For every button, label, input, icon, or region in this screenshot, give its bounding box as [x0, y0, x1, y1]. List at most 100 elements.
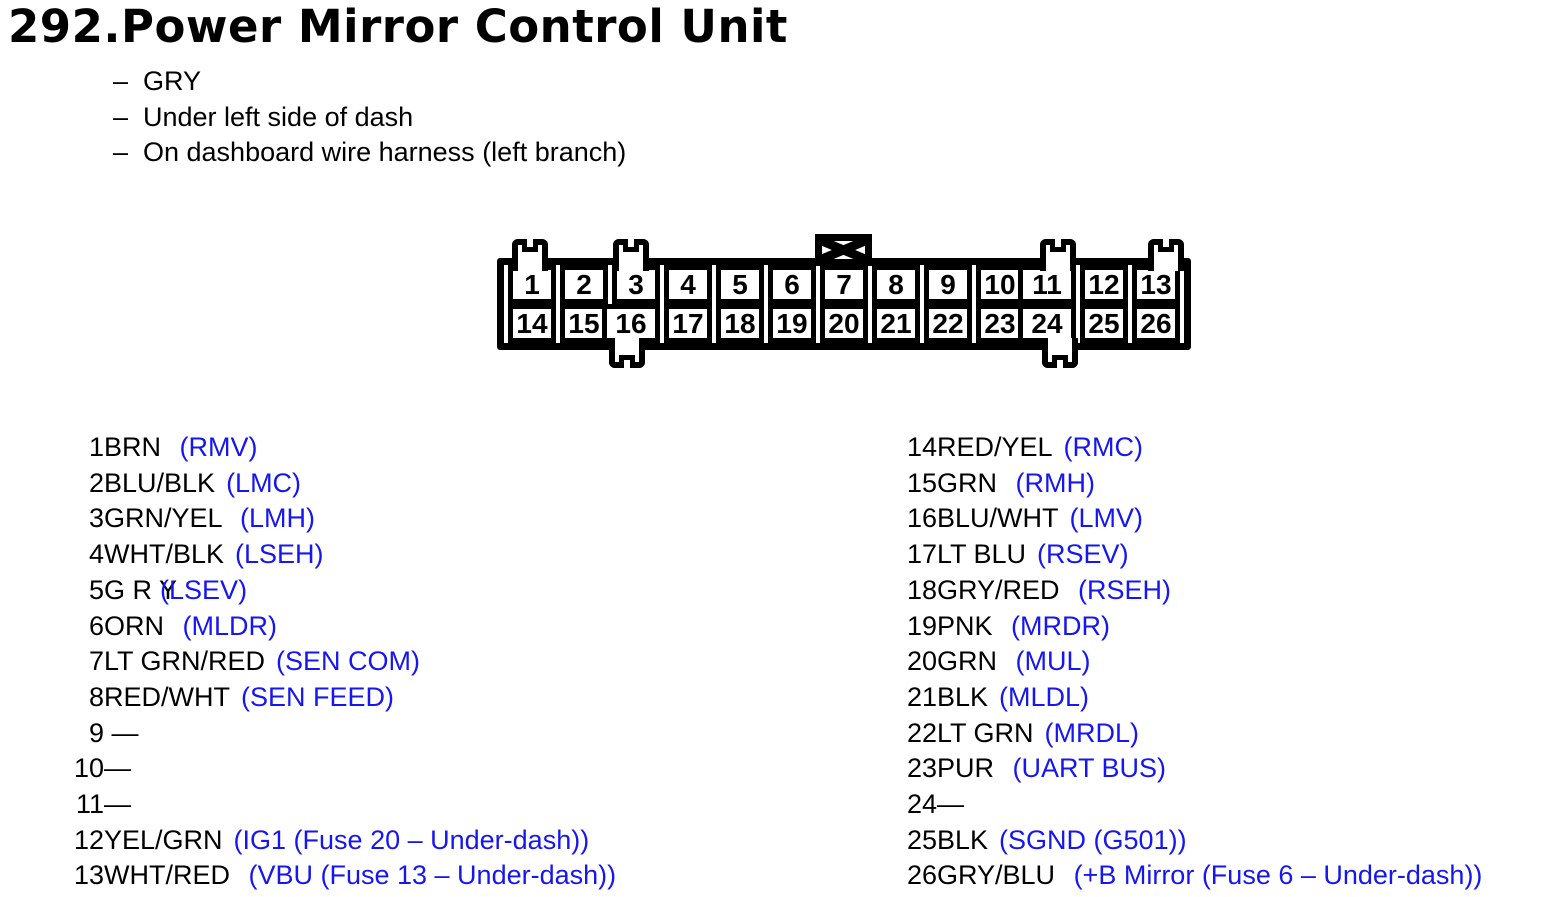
pin-number: 2: [576, 268, 592, 300]
pin-number-label: 9: [88, 717, 104, 748]
pin-number-label: 26: [906, 860, 937, 891]
pin-number: 21: [880, 307, 912, 339]
connector-pin-cell-7: 7: [820, 265, 868, 304]
pin-number-label: 21: [906, 681, 937, 712]
signal-name-label: (SEN COM): [276, 646, 421, 677]
pin-number: 17: [672, 307, 704, 339]
tab-notch: [1158, 239, 1174, 252]
wire-color-label: —: [104, 753, 131, 784]
connector-tab-pin13-icon: [1148, 239, 1184, 271]
wire-color-label: —: [104, 789, 131, 820]
pin-number: 8: [888, 268, 904, 300]
wire-color-label: YEL/GRN: [104, 824, 223, 855]
wire-color-label: —: [937, 789, 964, 820]
signal-name-label: (IG1 (Fuse 20 – Under-dash)): [233, 824, 590, 855]
pin-number-label: 13: [73, 860, 104, 891]
signal-name-label: (LMV): [1069, 503, 1144, 534]
wire-color-label: GRN: [937, 646, 1005, 677]
pin-number: 23: [984, 307, 1016, 339]
pin-number: 3: [628, 268, 644, 300]
pin-number: 10: [984, 268, 1016, 300]
pin-row-19: 19PNK (MRDR): [903, 609, 1482, 645]
connector-pin-cell-25: 25: [1080, 304, 1128, 343]
pin-row-25: 25BLK(SGND (G501)): [903, 823, 1482, 859]
pin-number-label: 6: [88, 610, 104, 641]
wire-color-label: GRN/YEL: [104, 503, 230, 534]
signal-name-label: (RSEH): [1078, 574, 1172, 605]
dash-bullet: –: [113, 101, 129, 132]
pin-number-label: 1: [88, 432, 104, 462]
pin-row-12: 12YEL/GRN (IG1 (Fuse 20 – Under-dash)): [70, 823, 616, 859]
connector-pin-cell-10: 10: [976, 265, 1024, 304]
note-text: Under left side of dash: [143, 101, 414, 132]
wire-color-label: BLU/WHT: [937, 503, 1059, 534]
pin-row-13: 13WHT/RED (VBU (Fuse 13 – Under-dash)): [70, 858, 616, 894]
pin-row-7: 7LT GRN/RED(SEN COM): [70, 644, 616, 680]
pin-row-3: 3GRN/YEL (LMH): [70, 501, 616, 537]
signal-name-label: (MRDR): [1011, 610, 1111, 641]
pin-row-17: 17LT BLU(RSEV): [903, 537, 1482, 573]
connector-pin-cell-22: 22: [924, 304, 972, 343]
connector-pin-cell-20: 20: [820, 304, 868, 343]
pin-row-11: 11—: [70, 787, 616, 823]
pin-number-label: 11: [75, 789, 104, 820]
signal-name-label: (UART BUS): [1012, 753, 1167, 784]
note-text: GRY: [143, 66, 202, 96]
pin-number-label: 7: [88, 646, 104, 677]
pin-number: 22: [932, 307, 964, 339]
signal-name-label: (RMH): [1015, 467, 1095, 498]
connector-pin-cell-21: 21: [872, 304, 920, 343]
tab-notch: [1052, 355, 1068, 368]
wire-color-label: BLU/BLK: [104, 467, 216, 498]
pin-number-label: 18: [906, 574, 937, 605]
pin-number: 13: [1140, 268, 1172, 300]
connector-pin-cell-17: 17: [664, 304, 712, 343]
tab-notch: [619, 355, 635, 368]
connector-pin-cell-12: 12: [1080, 265, 1128, 304]
pin-row-2: 2BLU/BLK(LMC): [70, 466, 616, 502]
pin-row-21: 21BLK(MLDL): [903, 680, 1482, 716]
wire-color-label: G R Y: [104, 574, 178, 605]
wire-color-label: PNK: [937, 610, 1001, 641]
pin-row-20: 20GRN (MUL): [903, 644, 1482, 680]
wire-color-label: LT BLU: [937, 539, 1027, 570]
pin-row-15: 15GRN (RMH): [903, 466, 1482, 502]
tab-notch: [623, 239, 639, 252]
connector-pin-cell-8: 8: [872, 265, 920, 304]
signal-name-label: (SGND (G501)): [999, 824, 1187, 855]
connector-pin-cell-18: 18: [716, 304, 764, 343]
connector-pin-cell-19: 19: [768, 304, 816, 343]
wire-color-label: LT GRN: [937, 717, 1034, 748]
pin-number: 18: [724, 307, 756, 339]
key-cross-icon: [822, 241, 865, 259]
connector-pin-cell-13: 13: [1132, 265, 1180, 304]
connector-tab-pin24-icon: [1042, 338, 1078, 368]
pin-row-5: 5G R Y(LSEV): [70, 573, 616, 609]
pin-number-label: 20: [906, 646, 937, 677]
signal-name-label: (RSEV): [1037, 539, 1129, 570]
note-item: –On dashboard wire harness (left branch): [113, 135, 626, 171]
wire-color-label: GRN: [937, 467, 1005, 498]
pin-row-24: 24—: [903, 787, 1482, 823]
pin-number-label: 5: [88, 574, 104, 605]
pin-number: 12: [1088, 268, 1120, 300]
pin-row-22: 22LT GRN(MRDL): [903, 716, 1482, 752]
pin-number-label: 3: [88, 503, 104, 534]
connector-tab-pin3-icon: [613, 239, 649, 271]
connector-pin-cell-26: 26: [1132, 304, 1180, 343]
wire-color-label: ORN: [104, 610, 172, 641]
pin-number-label: 12: [73, 824, 104, 855]
wire-color-label: GRY/BLU: [937, 860, 1063, 891]
connector-pin-cell-2: 2: [560, 265, 608, 304]
connector-pin-cell-5: 5: [716, 265, 764, 304]
signal-name-label: (MRDL): [1044, 717, 1140, 748]
pin-number: 11: [1032, 268, 1062, 300]
signal-name-label: (LMH): [240, 503, 316, 534]
pin-row-16: 16BLU/WHT(LMV): [903, 501, 1482, 537]
pin-number-label: 2: [88, 467, 104, 498]
connector-pin-cell-15: 15: [560, 304, 608, 343]
connector-pin-cell-6: 6: [768, 265, 816, 304]
